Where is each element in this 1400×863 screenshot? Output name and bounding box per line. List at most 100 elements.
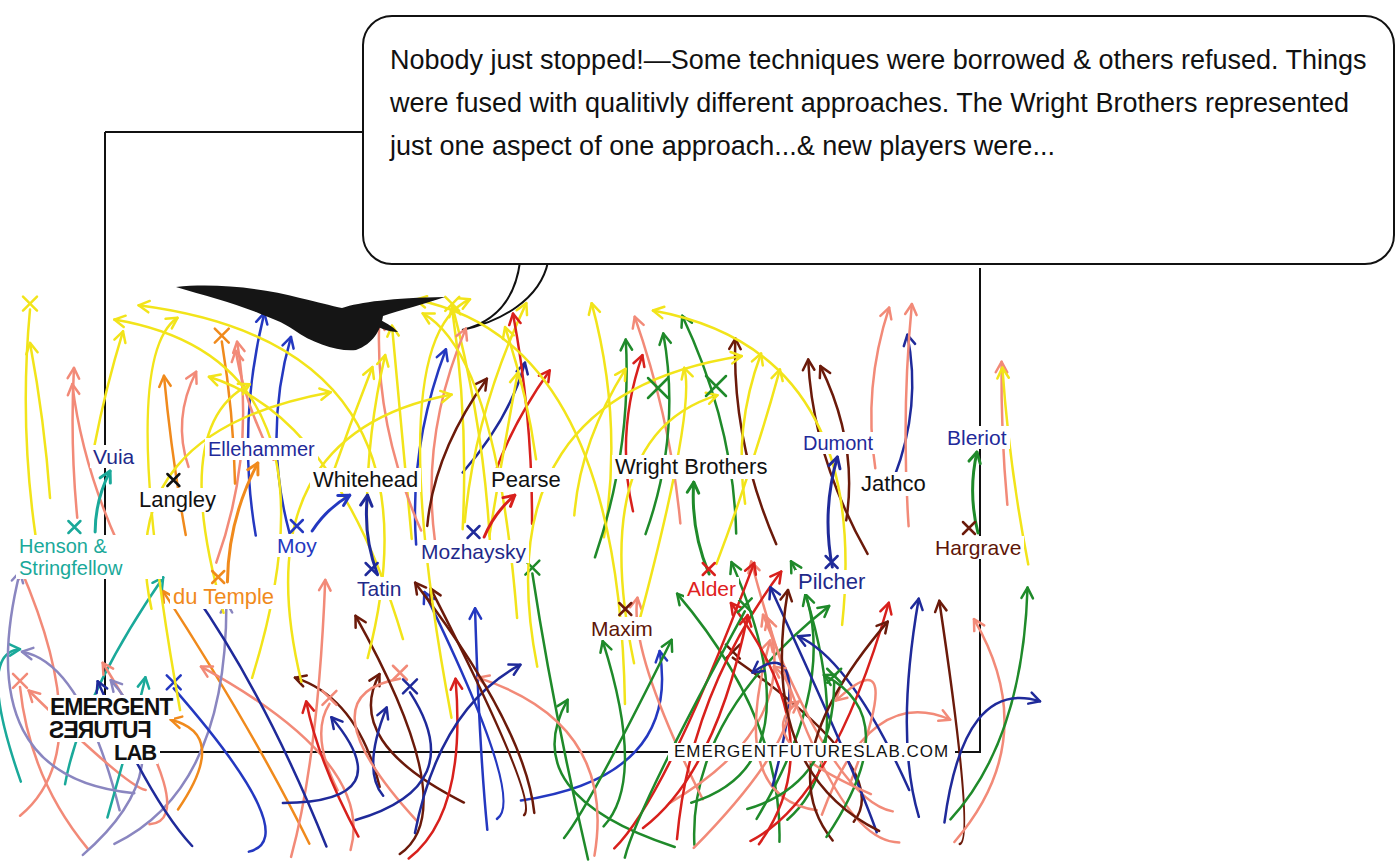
pioneer-name: Tatin xyxy=(354,577,404,600)
lineage-arrow xyxy=(423,313,517,618)
frame-line xyxy=(160,268,980,752)
arrow-head xyxy=(232,351,243,362)
lineage-arrow xyxy=(392,326,412,539)
arrow-head xyxy=(248,463,258,475)
lineage-arrow xyxy=(677,572,781,840)
arrow-tangle xyxy=(0,296,1040,859)
arrow-head xyxy=(774,667,786,678)
lineage-arrow xyxy=(427,379,487,526)
lineage-connector xyxy=(227,463,258,582)
arrow-head xyxy=(111,680,122,692)
arrow-head xyxy=(752,662,764,673)
arrow-head xyxy=(103,663,113,675)
arrow-head xyxy=(283,337,294,349)
pioneer-label: Wright Brothers xyxy=(612,455,770,479)
dead-end-mark xyxy=(703,563,715,575)
lineage-arrow xyxy=(163,591,310,844)
lineage-arrow xyxy=(505,327,536,459)
lineage-arrow xyxy=(894,335,912,478)
pioneer-label: Moy xyxy=(274,534,320,557)
bird-silhouette xyxy=(176,286,445,351)
frame-line xyxy=(104,132,106,700)
arrow-head xyxy=(770,572,781,584)
lineage-arrow xyxy=(26,310,36,535)
lineage-arrow xyxy=(291,580,325,857)
lineage-arrow xyxy=(750,603,888,841)
lineage-arrow xyxy=(355,679,417,821)
arrow-head xyxy=(377,708,388,720)
lineage-arrow xyxy=(643,615,748,828)
lineage-arrow xyxy=(638,368,686,624)
lineage-arrow xyxy=(174,688,266,851)
dead-end-mark xyxy=(403,679,417,693)
arrow-head xyxy=(356,616,366,628)
arrow-head xyxy=(209,374,221,385)
arrow-head xyxy=(633,317,644,329)
arrow-head xyxy=(415,583,426,595)
arrow-head xyxy=(338,495,350,505)
dead-end-mark xyxy=(706,376,726,396)
lineage-connector xyxy=(95,471,110,532)
arrow-head xyxy=(829,457,840,469)
arrow-head xyxy=(600,641,611,653)
arrow-head xyxy=(820,366,830,378)
pioneer-name: Maxim xyxy=(588,617,656,640)
lineage-arrow xyxy=(432,329,466,541)
arrow-head xyxy=(159,376,170,387)
pioneer-name: Alder xyxy=(684,577,739,600)
arrow-head xyxy=(201,667,213,677)
arrow-head xyxy=(653,307,664,318)
arrow-head xyxy=(769,587,779,599)
connector-line xyxy=(312,495,350,531)
connector-line xyxy=(484,495,515,537)
dead-end-mark xyxy=(212,571,224,583)
arrow-head xyxy=(969,452,980,464)
arrow-head xyxy=(114,331,125,343)
arrow-head xyxy=(508,665,520,675)
lineage-arrow xyxy=(751,562,899,843)
lineage-arrow xyxy=(735,339,776,545)
lineage-arrow xyxy=(30,343,50,498)
lineage-arrow xyxy=(420,299,470,717)
arrow-head xyxy=(68,368,79,379)
pioneer-label: Mozhaysky xyxy=(418,540,529,563)
dead-end-mark xyxy=(738,598,752,612)
arrow-head xyxy=(509,314,520,325)
arrow-head xyxy=(363,367,374,379)
connector-line xyxy=(95,471,110,532)
lineage-arrow xyxy=(95,331,123,444)
lineage-connector xyxy=(312,495,350,531)
lineage-arrow xyxy=(283,717,358,803)
lineage-arrow xyxy=(555,700,675,847)
arrow-head xyxy=(938,710,950,721)
arrow-head xyxy=(762,640,773,652)
arrow-head xyxy=(166,318,178,329)
lineage-arrow xyxy=(782,590,879,831)
lineage-arrow xyxy=(954,619,1004,842)
arrow-head xyxy=(29,690,41,701)
arrow-head xyxy=(361,495,372,506)
dead-end-mark xyxy=(13,674,27,688)
lineage-arrow xyxy=(950,588,1027,820)
lineage-arrow xyxy=(682,316,736,534)
arrow-head xyxy=(615,369,625,381)
arrow-head xyxy=(557,700,567,712)
arrow-head xyxy=(662,640,672,652)
lineage-arrow xyxy=(114,320,281,678)
lineage-connector xyxy=(484,495,515,537)
arrow-head xyxy=(877,622,888,634)
logo-word: FUTURES xyxy=(48,718,154,742)
arrow-head xyxy=(22,648,33,659)
dead-end-mark xyxy=(23,297,37,311)
pioneer-name: Bleriot xyxy=(944,426,1010,449)
pioneer-name: Mozhaysky xyxy=(418,540,529,563)
lineage-arrow xyxy=(742,354,762,504)
dead-end-mark xyxy=(366,563,378,575)
pioneer-name: Ellehammer xyxy=(205,438,318,460)
arrow-head xyxy=(621,340,632,351)
arrow-head xyxy=(787,702,799,713)
lineage-arrow xyxy=(416,300,625,704)
arrow-head xyxy=(659,333,670,344)
dead-end-mark xyxy=(291,520,303,532)
pioneer-label: Alder xyxy=(684,577,739,600)
